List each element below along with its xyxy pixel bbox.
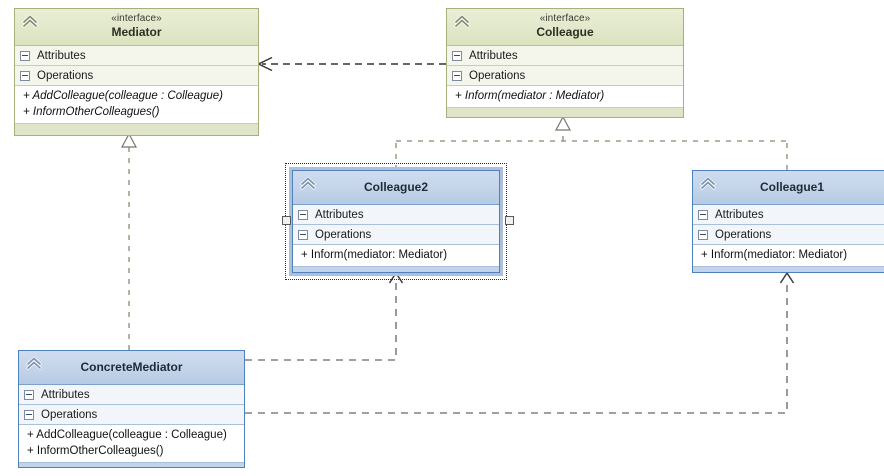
colleague1-operations-list: + Inform(mediator: Mediator) [693,245,884,266]
colleague1-header: Colleague1 [693,171,884,205]
concretemediator-attributes-label: Attributes [41,389,90,401]
colleague1-attributes-compartment[interactable]: Attributes [693,205,884,225]
expander-minus-icon[interactable] [452,51,462,61]
expander-minus-icon[interactable] [452,71,462,81]
colleague1-operations-compartment[interactable]: Operations [693,225,884,245]
chevron-up-icon[interactable] [299,175,317,193]
expander-minus-icon[interactable] [298,210,308,220]
concretemediator-operations-list: + AddColleague(colleague : Colleague) + … [19,425,244,462]
mediator-operation-item[interactable]: + InformOtherColleagues() [23,106,160,118]
mediator-header: «interface» Mediator [15,9,258,46]
colleague-footer [447,107,683,117]
concretemediator-class-name: ConcreteMediator [80,360,183,374]
mediator-operations-label: Operations [37,70,94,82]
edge-concretemediator-realizes-mediator[interactable] [120,132,138,350]
colleague1-attributes-label: Attributes [715,209,764,221]
hollow-triangle-arrowhead [554,115,572,131]
colleague-class-name: Colleague [536,25,594,39]
chevron-up-icon[interactable] [699,175,717,193]
mediator-class-name: Mediator [111,25,162,39]
concretemediator-footer [19,462,244,467]
colleague1-operation-item[interactable]: + Inform(mediator: Mediator) [701,249,848,261]
colleague2-attributes-compartment[interactable]: Attributes [293,205,499,225]
colleague-operations-label: Operations [469,70,526,82]
uml-class-concretemediator[interactable]: ConcreteMediator Attributes Operations +… [18,350,245,468]
open-arrowhead [256,56,273,72]
colleague1-operations-label: Operations [715,229,772,241]
edge-line [245,280,397,361]
expander-minus-icon[interactable] [698,210,708,220]
concretemediator-operations-label: Operations [41,409,98,421]
colleague2-operations-label: Operations [315,229,372,241]
expander-minus-icon[interactable] [20,71,30,81]
colleague2-operations-list: + Inform(mediator: Mediator) [293,245,499,266]
colleague2-operation-item[interactable]: + Inform(mediator: Mediator) [301,249,448,261]
colleague-stereotype: «interface» [539,13,591,24]
colleague-header: «interface» Colleague [447,9,683,46]
colleague-operations-compartment[interactable]: Operations [447,66,683,86]
concretemediator-attributes-compartment[interactable]: Attributes [19,385,244,405]
uml-class-mediator[interactable]: «interface» Mediator Attributes Operatio… [14,8,259,136]
edge-concretemediator-uses-colleague2[interactable] [245,271,404,361]
colleague2-header: Colleague2 [293,171,499,205]
mediator-footer [15,123,258,135]
mediator-stereotype: «interface» [111,13,162,24]
colleague2-footer [293,266,499,272]
concretemediator-operation-item[interactable]: + AddColleague(colleague : Colleague) [27,429,227,441]
resize-handle-right[interactable] [505,216,514,225]
edge-colleague-realization-junction [396,115,787,142]
colleague-attributes-label: Attributes [469,50,518,62]
expander-minus-icon[interactable] [698,230,708,240]
uml-class-colleague[interactable]: «interface» Colleague Attributes Operati… [446,8,684,118]
uml-class-colleague2[interactable]: Colleague2 Attributes Operations + Infor… [292,170,500,273]
concretemediator-operations-compartment[interactable]: Operations [19,405,244,425]
mediator-operations-list: + AddColleague(colleague : Colleague) + … [15,86,258,123]
expander-minus-icon[interactable] [298,230,308,240]
colleague2-operations-compartment[interactable]: Operations [293,225,499,245]
edge-colleague-uses-mediator[interactable] [256,56,447,72]
expander-minus-icon[interactable] [24,390,34,400]
colleague-attributes-compartment[interactable]: Attributes [447,46,683,66]
expander-minus-icon[interactable] [20,51,30,61]
colleague2-attributes-label: Attributes [315,209,364,221]
mediator-attributes-compartment[interactable]: Attributes [15,46,258,66]
resize-handle-left[interactable] [282,216,291,225]
colleague-operation-item[interactable]: + Inform(mediator : Mediator) [455,90,605,102]
mediator-attributes-label: Attributes [37,50,86,62]
expander-minus-icon[interactable] [24,410,34,420]
edge-line [245,280,788,414]
colleague1-class-name: Colleague1 [759,180,825,194]
colleague1-footer [693,266,884,272]
chevron-up-icon[interactable] [25,355,43,373]
chevron-up-icon[interactable] [453,13,471,31]
uml-class-colleague1[interactable]: Colleague1 Attributes Operations + Infor… [692,170,884,273]
mediator-operation-item[interactable]: + AddColleague(colleague : Colleague) [23,90,224,102]
mediator-operations-compartment[interactable]: Operations [15,66,258,86]
open-arrowhead [779,271,795,284]
open-arrowhead [388,271,404,284]
colleague-operations-list: + Inform(mediator : Mediator) [447,86,683,107]
chevron-up-icon[interactable] [21,13,39,31]
edge-concretemediator-uses-colleague1[interactable] [245,271,795,414]
colleague2-class-name: Colleague2 [363,180,429,194]
concretemediator-operation-item[interactable]: + InformOtherColleagues() [27,445,164,457]
concretemediator-header: ConcreteMediator [19,351,244,385]
